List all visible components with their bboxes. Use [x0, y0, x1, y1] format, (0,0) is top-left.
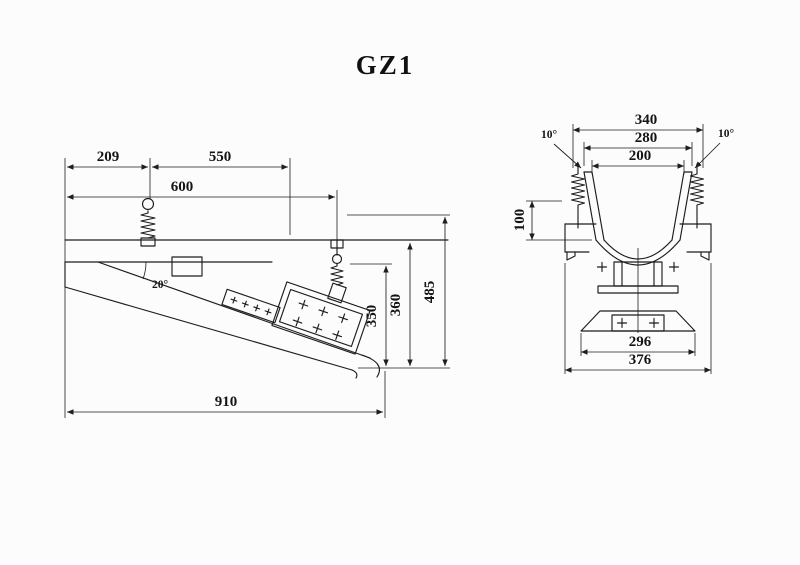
- front-dimension-lines: [529, 127, 721, 373]
- right-foot-tab: [700, 251, 710, 261]
- dim-340-label: 340: [635, 112, 658, 128]
- dim-209-label: 209: [97, 149, 120, 165]
- angle-leader-right: [694, 142, 721, 169]
- left-wall-outer: [583, 171, 597, 241]
- trough-bottom-outer: [595, 239, 681, 266]
- angle-leader-left: [553, 143, 582, 169]
- coil-spring-icon: [330, 263, 344, 286]
- dim-350-label: 350: [364, 305, 380, 328]
- side-view: 209 550 600 910 485 360 350 20°: [64, 149, 450, 418]
- front-extension-lines: [526, 124, 712, 374]
- drawing-title: GZ1: [356, 50, 415, 80]
- spring-bracket: [140, 237, 156, 247]
- front-view: 340 280 200 100 296 376 10° 10°: [512, 112, 734, 374]
- mounting-bracket: [580, 310, 696, 332]
- hanger-clamp: [330, 239, 344, 249]
- rear-hanger: [327, 239, 347, 304]
- right-wall-outer: [679, 171, 693, 241]
- hook-icon: [141, 197, 155, 211]
- coil-spring-icon: [570, 163, 586, 229]
- dim-296-label: 296: [629, 334, 652, 350]
- dim-200-label: 200: [629, 148, 652, 164]
- front-hanger: [140, 197, 156, 247]
- dim-485-label: 485: [422, 281, 438, 304]
- feeder-outline: [64, 239, 449, 379]
- side-dimension-lines: [67, 164, 448, 415]
- spout-outer-curve: [361, 354, 381, 378]
- angle-10-right-label: 10°: [718, 128, 735, 140]
- dim-910-label: 910: [215, 394, 238, 410]
- dim-550-label: 550: [209, 149, 232, 165]
- dim-600-label: 600: [171, 179, 194, 195]
- right-wall-inner: [671, 171, 685, 241]
- spout-inner-curve: [351, 369, 358, 379]
- magnet-box: [271, 281, 371, 355]
- trough-section: [583, 171, 693, 266]
- left-foot-tab: [566, 251, 576, 261]
- side-brackets: [564, 223, 712, 273]
- inspection-window: [171, 256, 203, 277]
- dim-280-label: 280: [635, 130, 658, 146]
- trough-bottom-inner: [603, 239, 673, 260]
- coil-spring-icon: [140, 210, 156, 239]
- spring-bracket: [327, 282, 347, 304]
- hook-icon: [331, 253, 343, 265]
- chute-upper-edge: [97, 261, 371, 359]
- angle-20-label: 20°: [152, 279, 169, 291]
- dim-100-label: 100: [512, 209, 528, 232]
- armature-bracket: [221, 288, 281, 324]
- angle-arc: [142, 261, 147, 280]
- chute-lower-edge: [64, 286, 353, 371]
- angle-10-left-label: 10°: [541, 129, 558, 141]
- coil-spring-icon: [689, 163, 705, 229]
- vibrator-housing: [597, 261, 679, 294]
- dim-376-label: 376: [629, 352, 652, 368]
- housing-flange: [597, 285, 679, 294]
- dim-360-label: 360: [388, 294, 404, 317]
- front-springs: [570, 163, 705, 229]
- left-wall-inner: [591, 171, 605, 241]
